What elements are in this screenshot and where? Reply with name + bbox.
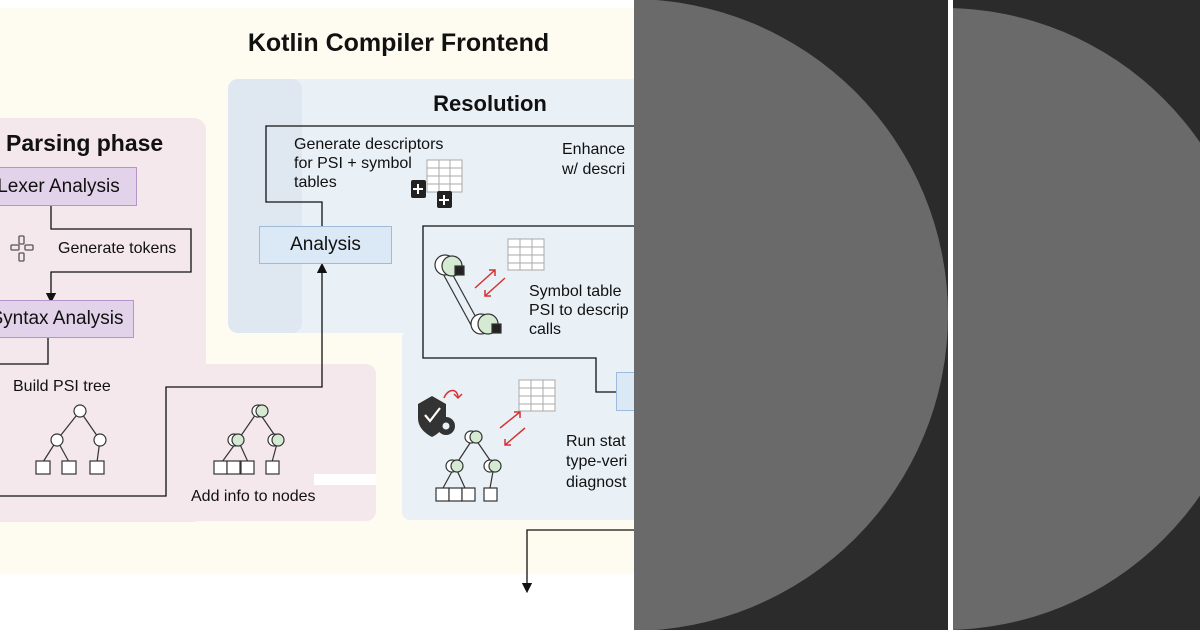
descriptors-label-line-1: Generate descriptors <box>294 136 444 153</box>
lower-tree-icon <box>435 430 502 502</box>
run-label-line-2: type-veri <box>566 453 628 470</box>
syntax-down-connector <box>0 338 49 365</box>
annotated-tree-icon <box>213 404 285 475</box>
parsing-phase-title: Parsing phase <box>6 130 164 156</box>
symbol-label-line-3: calls <box>529 321 562 338</box>
lower-table-icon <box>518 379 556 412</box>
shield-gear-icon <box>418 389 463 437</box>
symbol-label-line-2: PSI to descrip <box>529 302 629 319</box>
enhance-label-line-1: Enhance <box>562 141 626 158</box>
lexer-analysis-box: Lexer Analysis <box>0 167 137 206</box>
add-info-label: Add info to nodes <box>191 488 316 505</box>
tree-to-analysis-connector <box>0 262 328 497</box>
diagram-title: Kotlin Compiler Frontend <box>247 29 550 57</box>
symbol-label-line-1: Symbol table <box>529 283 622 300</box>
add-document-icon <box>411 180 452 208</box>
panel-gap <box>314 474 376 485</box>
analysis-box: Analysis <box>259 226 392 264</box>
lexer-to-syntax-connector <box>45 206 192 304</box>
sync-arrows-icon <box>474 269 506 297</box>
overlay-divider <box>948 0 953 630</box>
psi-link-icon <box>434 254 502 335</box>
syntax-analysis-box: Syntax Analysis <box>0 300 134 338</box>
descriptors-table-icon <box>426 159 463 193</box>
output-connector <box>521 529 634 594</box>
resolution-panel-tab <box>228 79 302 333</box>
analysis-to-descriptors-connector <box>265 125 634 226</box>
build-psi-tree-label: Build PSI tree <box>13 378 111 395</box>
symbol-table-outline <box>422 225 634 393</box>
overlay-disc-middle <box>634 0 948 630</box>
enhance-label-line-2: w/ descri <box>562 161 626 178</box>
generate-tokens-label: Generate tokens <box>58 240 177 257</box>
overlay-panel-right <box>953 0 1200 630</box>
psi-tree-icon <box>35 404 107 475</box>
resolution-title: Resolution <box>433 91 547 116</box>
run-label-line-1: Run stat <box>566 433 626 450</box>
descriptors-label-line-2: for PSI + symbol <box>294 155 412 172</box>
symbol-table-icon <box>507 238 545 271</box>
tokens-icon <box>10 235 34 262</box>
run-label-line-3: diagnost <box>566 474 627 491</box>
lower-sync-arrows-icon <box>499 411 526 446</box>
descriptors-label-line-3: tables <box>294 174 337 191</box>
overlay-panel-middle <box>634 0 948 630</box>
overlay-disc-right <box>953 8 1200 630</box>
